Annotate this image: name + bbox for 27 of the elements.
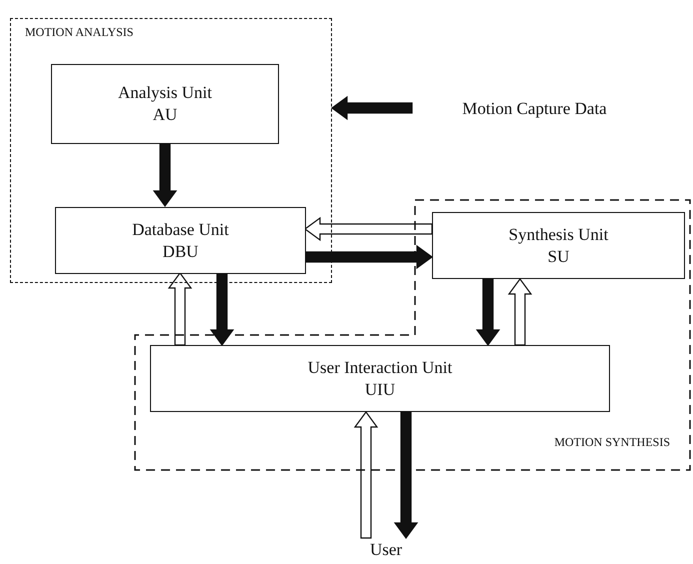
text-label: User [370,540,402,560]
unit-box [432,212,685,279]
unit-name: Synthesis Unit [508,224,608,246]
block-arrow [210,272,234,346]
unit-box [150,345,610,412]
unit-box [55,207,306,274]
block-arrow [152,142,178,208]
unit-abbreviation: SU [548,246,570,268]
block-arrow [394,411,418,540]
group-label: MOTION ANALYSIS [25,25,134,40]
block-arrow [168,272,192,346]
unit-abbreviation: AU [152,104,178,126]
unit-abbreviation: UIU [364,378,396,400]
block-arrow [304,244,434,270]
unit-box [51,64,279,144]
text-label: Motion Capture Data [462,99,607,119]
unit-name: Database Unit [132,218,229,240]
block-arrow [508,278,532,346]
unit-name: User Interaction Unit [308,356,452,378]
unit-name: Analysis Unit [118,82,212,104]
block-arrow [476,278,500,346]
unit-abbreviation: DBU [162,240,198,262]
group-label: MOTION SYNTHESIS [554,435,670,450]
block-arrow [354,410,378,539]
dashed-group-frame [10,18,332,283]
block-arrow [304,216,433,242]
block-arrow [330,96,413,120]
